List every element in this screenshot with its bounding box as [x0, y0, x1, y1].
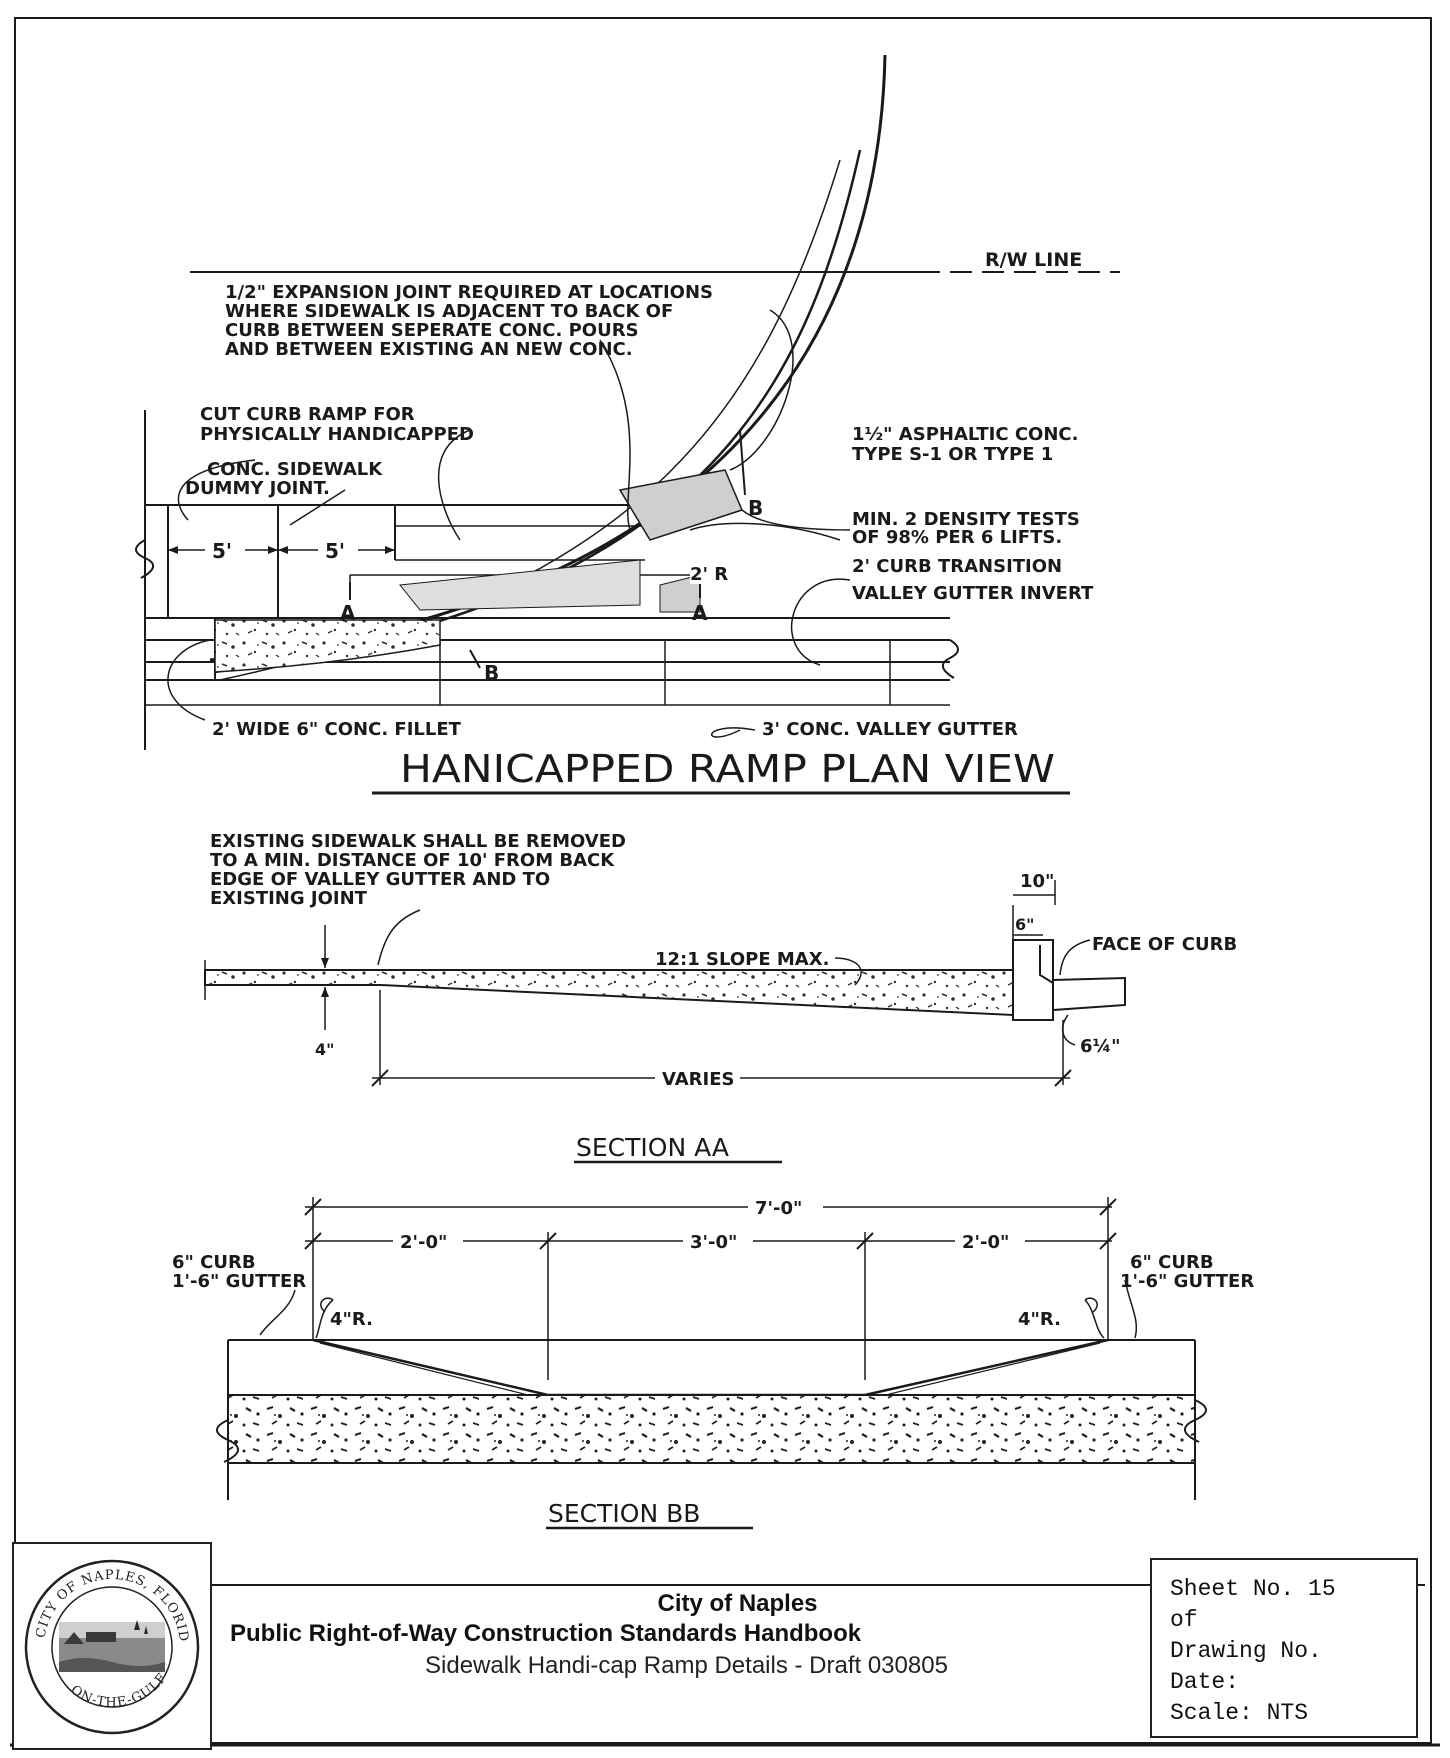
note-cut-curb-ramp: CUT CURB RAMP FOR PHYSICALLY HANDICAPPED [200, 404, 474, 445]
note-valley-invert: VALLEY GUTTER INVERT [852, 583, 1094, 604]
title-subtitle: Sidewalk Handi-cap Ramp Details - Draft … [425, 1652, 948, 1679]
section-bb-title: SECTION BB [548, 1499, 700, 1528]
title-handbook: Public Right-of-Way Construction Standar… [230, 1620, 862, 1647]
dim-6-14: 6¼" [1080, 1036, 1121, 1057]
slope-label: 12:1 SLOPE MAX. [655, 949, 829, 970]
note-sidewalk-joint: CONC. SIDEWALK DUMMY JOINT. [185, 459, 388, 499]
city-seal-box: CITY OF NAPLES, FLORIDA ON-THE-GULF [8, 1533, 212, 1750]
radius-right: 4"R. [1018, 1309, 1061, 1330]
note-density-tests: MIN. 2 DENSITY TESTS OF 98% PER 6 LIFTS. [852, 509, 1086, 548]
radius-label: 2' R [690, 564, 728, 585]
dim-mid-3ft: 3'-0" [690, 1232, 737, 1253]
note-existing-sidewalk: EXISTING SIDEWALK SHALL BE REMOVED TO A … [210, 831, 632, 909]
section-bb: 7'-0" 2'-0" 3'-0" 2'-0" 6" CURB 1'-6" GU… [172, 1196, 1254, 1530]
note-curb-transition: 2' CURB TRANSITION [852, 556, 1062, 577]
dim-5-right: 5' [325, 539, 345, 563]
plan-view: R/W LINE [135, 54, 1120, 795]
section-mark-b-bottom: B [484, 661, 499, 685]
sheet-border [14, 17, 1432, 1744]
section-mark-a-left: A [340, 601, 356, 625]
rw-line-label: R/W LINE [985, 249, 1082, 271]
dim-right-2ft: 2'-0" [962, 1232, 1009, 1253]
sheet-number: Sheet No. 15 [1170, 1576, 1336, 1602]
title-city: City of Naples [657, 1590, 818, 1617]
plan-view-title: HANICAPPED RAMP PLAN VIEW [400, 747, 1055, 791]
note-fillet: 2' WIDE 6" CONC. FILLET [212, 719, 462, 740]
note-asphalt: 1½" ASPHALTIC CONC. TYPE S-1 OR TYPE 1 [852, 424, 1085, 465]
fillet-concrete [214, 619, 441, 673]
note-expansion-joint: 1/2" EXPANSION JOINT REQUIRED AT LOCATIO… [225, 282, 719, 360]
note-valley-gutter: 3' CONC. VALLEY GUTTER [762, 719, 1018, 740]
city-seal: CITY OF NAPLES, FLORIDA ON-THE-GULF [8, 1533, 200, 1735]
varies-label: VARIES [662, 1069, 734, 1090]
sheet-info-box: Sheet No. 15 of Drawing No. Date: Scale:… [1150, 1558, 1418, 1738]
date-field: Date: [1170, 1669, 1240, 1695]
scale-field: Scale: NTS [1170, 1700, 1309, 1726]
dim-left-2ft: 2'-0" [400, 1232, 447, 1253]
dim-5-left: 5' [212, 539, 232, 563]
curb-gutter-right: 6" CURB 1'-6" GUTTER [1120, 1252, 1254, 1292]
base-concrete [227, 1394, 1196, 1464]
dim-total-7ft: 7'-0" [755, 1198, 802, 1219]
curb-gutter-left: 6" CURB 1'-6" GUTTER [172, 1252, 306, 1292]
radius-left: 4"R. [330, 1309, 373, 1330]
section-aa-title: SECTION AA [576, 1133, 729, 1162]
dim-10in: 10" [1020, 871, 1054, 892]
dim-4in: 4" [315, 1040, 334, 1059]
section-mark-b-top: B [748, 496, 763, 520]
sheet-of: of [1170, 1607, 1198, 1633]
section-aa: EXISTING SIDEWALK SHALL BE REMOVED TO A … [204, 831, 1237, 1164]
valley-gutter-profile [312, 1338, 1109, 1397]
drawing-number: Drawing No. [1170, 1638, 1322, 1664]
section-mark-a-right: A [692, 601, 708, 625]
dim-6in: 6" [1015, 915, 1034, 934]
face-of-curb: FACE OF CURB [1092, 934, 1237, 955]
